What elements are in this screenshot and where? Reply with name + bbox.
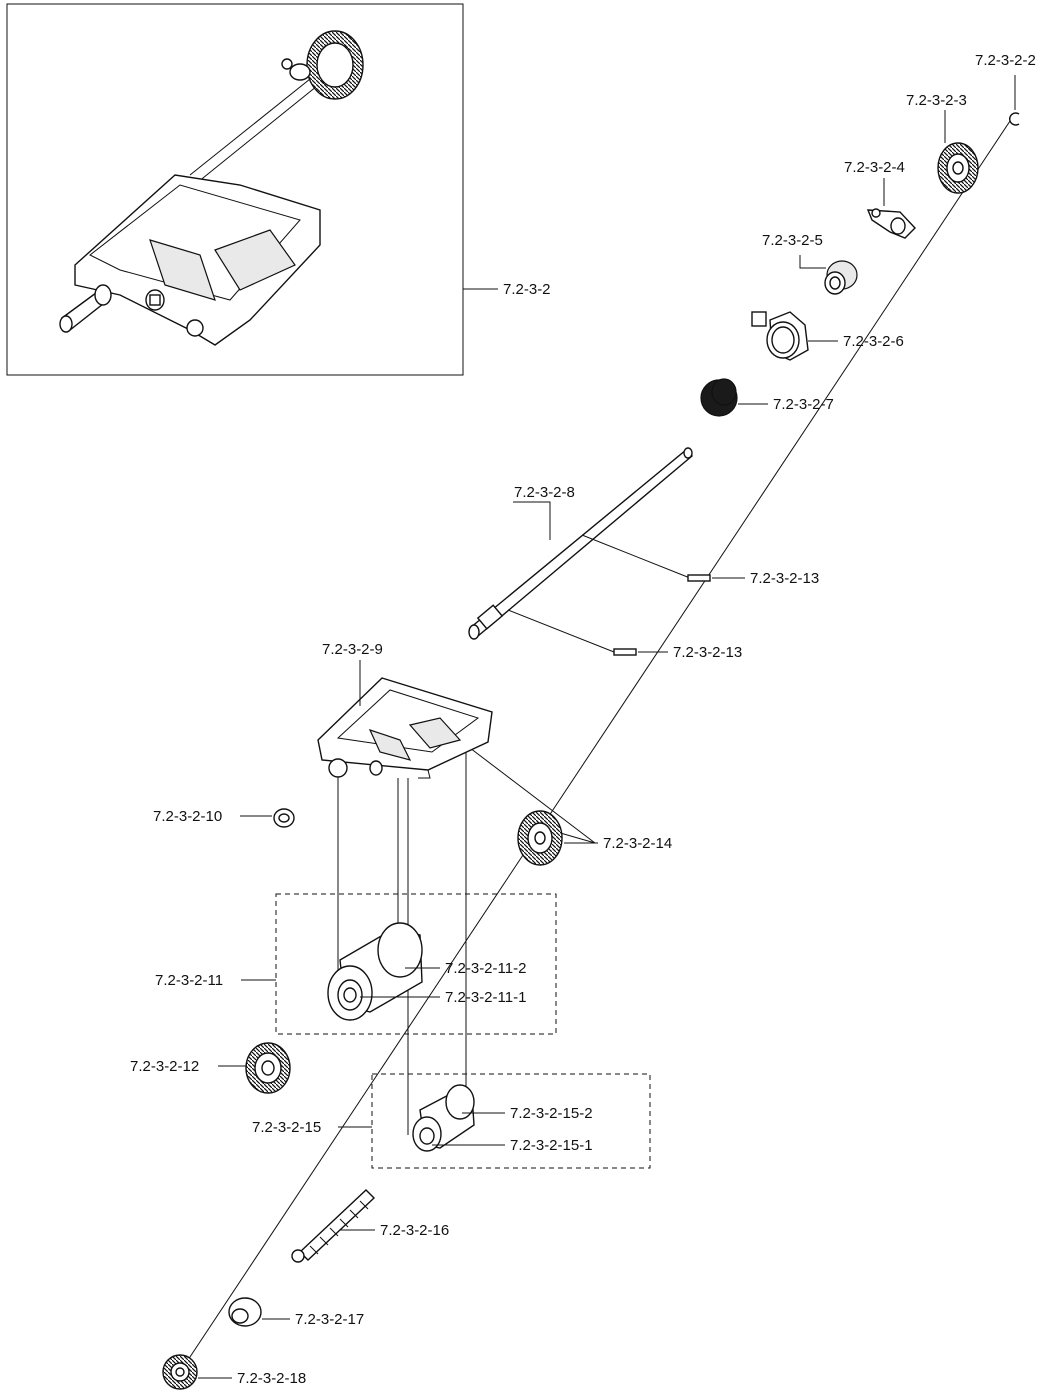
label-p12: 7.2-3-2-12 [130,1058,199,1075]
label-p18: 7.2-3-2-18 [237,1370,306,1387]
label-p11: 7.2-3-2-11 [155,972,223,989]
label-p16: 7.2-3-2-16 [380,1222,449,1239]
part-pins-13 [613,574,745,656]
label-p11-2: 7.2-3-2-11-2 [445,960,526,977]
part-e-clip [1009,75,1020,126]
part-roller-7 [700,378,768,417]
label-p13b: 7.2-3-2-13 [673,644,742,661]
label-p8: 7.2-3-2-8 [514,484,575,501]
part-housing-6 [751,311,838,361]
part-gear-14 [517,810,598,866]
label-p11-1: 7.2-3-2-11-1 [445,989,526,1006]
part-lever-4 [866,178,916,239]
label-p3: 7.2-3-2-3 [906,92,967,109]
label-p4: 7.2-3-2-4 [844,159,905,176]
label-p10: 7.2-3-2-10 [153,808,222,825]
label-p2: 7.2-3-2-2 [975,52,1036,69]
part-gear-18 [162,1354,232,1390]
assembly-inset [6,3,464,376]
label-p7: 7.2-3-2-7 [773,396,834,413]
assembly-axis-lines [177,117,1013,1376]
part-gear-3 [937,110,979,194]
part-spring-16 [291,1189,376,1263]
part-roller-group-15 [338,1073,651,1169]
part-frame-9 [317,660,493,779]
part-washer-10 [240,808,295,828]
part-gear-12 [218,1042,291,1094]
label-p6: 7.2-3-2-6 [843,333,904,350]
label-p15-1: 7.2-3-2-15-1 [510,1137,593,1154]
label-p13a: 7.2-3-2-13 [750,570,819,587]
label-p14: 7.2-3-2-14 [603,835,672,852]
part-roller-group-11 [241,893,557,1035]
label-p15: 7.2-3-2-15 [252,1119,321,1136]
label-p5: 7.2-3-2-5 [762,232,823,249]
assembly-label: 7.2-3-2 [503,281,551,298]
label-p17: 7.2-3-2-17 [295,1311,364,1328]
label-p15-2: 7.2-3-2-15-2 [510,1105,593,1122]
part-shaft-8 [468,447,694,653]
label-p9: 7.2-3-2-9 [322,641,383,658]
part-coupler-17 [228,1297,290,1327]
part-bushing-5 [799,255,858,295]
